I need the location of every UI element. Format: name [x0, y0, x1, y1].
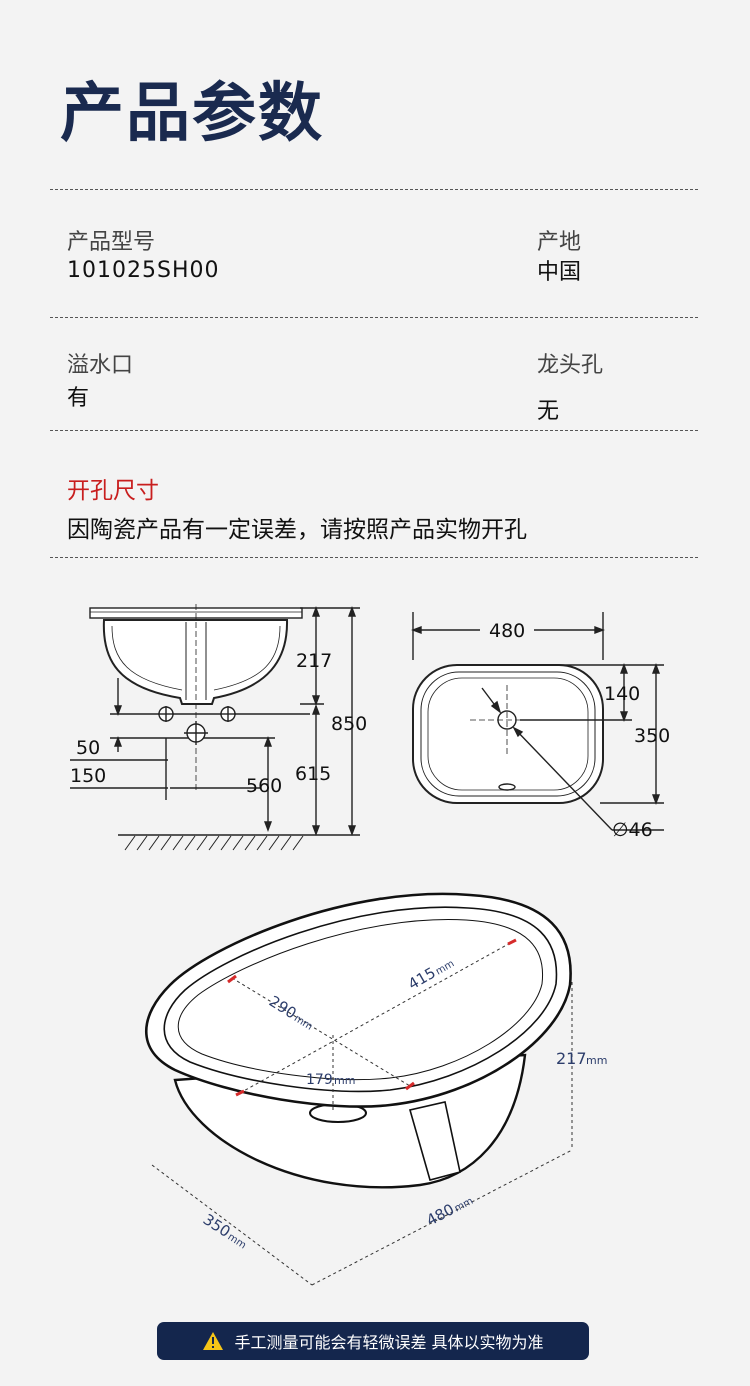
divider — [50, 557, 698, 558]
dim-560: 560 — [246, 775, 282, 797]
dim-217: 217 — [296, 650, 332, 672]
warning-icon — [203, 1332, 224, 1350]
spec-label-overflow: 溢水口 — [67, 353, 134, 378]
dim-615: 615 — [295, 763, 331, 785]
page-title: 产品参数 — [60, 77, 324, 151]
dim-140: 140 — [604, 683, 640, 705]
measure-lines — [151, 941, 573, 1286]
spec-value-overflow: 有 — [67, 386, 90, 411]
disclaimer-text: 手工测量可能会有轻微误差 具体以实物为准 — [234, 1333, 544, 1352]
side-view — [70, 604, 360, 851]
dim-150: 150 — [70, 765, 106, 787]
iso-unit: mm — [586, 1054, 607, 1067]
iso-unit: mm — [334, 1074, 355, 1087]
dim-850: 850 — [331, 713, 367, 735]
spec-label-faucet-hole: 龙头孔 — [537, 353, 604, 378]
iso-dim-217: 217 — [556, 1049, 587, 1068]
dim-350: 350 — [634, 725, 670, 747]
iso-dim-179: 179 — [306, 1072, 333, 1088]
divider — [50, 317, 698, 318]
spec-value-faucet-hole: 无 — [537, 399, 560, 424]
spec-value-model: 101025SH00 — [67, 258, 220, 283]
divider — [50, 430, 698, 431]
top-view — [411, 612, 664, 831]
measure-ticks — [227, 938, 517, 1097]
spec-label-model: 产品型号 — [67, 230, 156, 255]
iso-unit: mm — [453, 1196, 475, 1215]
dim-46: ∅46 — [612, 819, 653, 841]
side-view-labels: 217 850 50 150 560 615 — [70, 650, 367, 797]
disclaimer-banner: 手工测量可能会有轻微误差 具体以实物为准 — [157, 1322, 589, 1360]
cutout-title: 开孔尺寸 — [67, 478, 159, 504]
top-view-labels: 480 140 350 ∅46 — [489, 620, 670, 841]
dim-480: 480 — [489, 620, 525, 642]
spec-label-origin: 产地 — [537, 230, 582, 255]
divider — [50, 189, 698, 190]
cutout-note: 因陶瓷产品有一定误差，请按照产品实物开孔 — [67, 517, 527, 543]
dim-50: 50 — [76, 737, 100, 759]
dimension-drawing: 217 850 50 150 560 615 480 — [70, 604, 670, 851]
spec-value-origin: 中国 — [537, 260, 582, 285]
